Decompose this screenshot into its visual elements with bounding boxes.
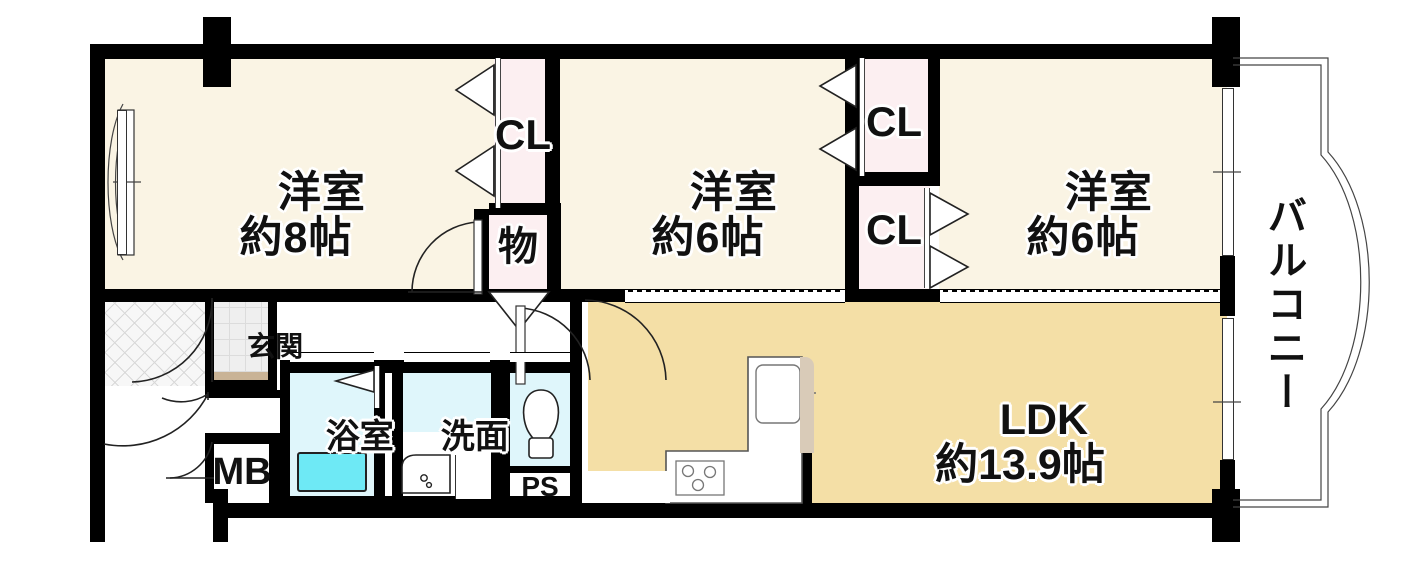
wall-cl-bottom [845, 289, 940, 302]
corridor-fill-lower [98, 424, 218, 542]
sliding-door-6b-dash [943, 290, 1219, 292]
bath-door-track [374, 366, 380, 408]
wall-bath-right [374, 371, 385, 502]
closet-fill-cl-2 [858, 57, 930, 178]
wall-bottom-exterior [213, 503, 1235, 518]
wall-genkan-left [205, 296, 214, 388]
closet-track-cl1 [495, 58, 501, 208]
wall-partition-cl2-right [928, 57, 940, 178]
window-tick-lower [1213, 401, 1241, 403]
door-swing-entrance[interactable] [128, 298, 218, 388]
closet-door-cl2[interactable] [816, 62, 862, 180]
wall-mb-left [205, 433, 214, 503]
wall-toilet-left [502, 360, 510, 502]
wall-kitchen-partition [802, 452, 812, 504]
wall-washroom-left [392, 360, 403, 502]
closet-track-cl3 [924, 188, 930, 288]
wall-closet-hall-top [205, 390, 280, 398]
washroom-door-opening[interactable] [404, 352, 490, 362]
wall-left-exterior [90, 44, 105, 542]
sliding-door-6a-ldk[interactable] [625, 289, 845, 303]
closet-fill-cl-1 [494, 57, 552, 209]
door-bath-fold[interactable] [330, 368, 378, 396]
sliding-door-6b-ldk[interactable] [940, 289, 1220, 303]
door-swing-mb[interactable] [158, 440, 216, 482]
wall-ps-divider [508, 466, 572, 473]
ps-fill [508, 471, 572, 499]
bath-door-opening[interactable] [290, 352, 374, 362]
wall-partition-storage-right [547, 209, 561, 291]
door-swing-hall-closet-b[interactable] [160, 392, 218, 450]
closet-fill-storage [489, 214, 547, 289]
wall-mb-right [269, 433, 280, 503]
appliance-nook [582, 471, 670, 503]
door-swing-ldk[interactable] [514, 305, 594, 386]
kitchen-side-panel [800, 357, 814, 453]
vanity-counter [455, 455, 491, 499]
wall-bottom-left-stub [213, 489, 228, 542]
closet-track-cl2 [859, 58, 865, 176]
wall-top-exterior [90, 44, 1235, 59]
bay-window-left [107, 103, 141, 261]
wall-room6a-right [845, 44, 859, 59]
wall-partition-cl1-right [545, 57, 560, 209]
window-left-8jo [117, 110, 127, 255]
closet-fill-cl-3 [858, 186, 930, 289]
room-fill-western-8 [98, 57, 494, 289]
toilet-fixture [522, 389, 560, 459]
wall-right-upper [1220, 44, 1235, 87]
wall-mb-top [205, 433, 280, 444]
closet-door-cl3[interactable] [926, 190, 974, 290]
sliding-door-6a-dash [628, 290, 843, 292]
wall-genkan-right [268, 296, 277, 388]
wall-right-lower [1220, 460, 1235, 518]
closet-door-cl1[interactable] [452, 62, 502, 207]
entrance-tile-area [98, 296, 211, 386]
room-fill-western-6b [939, 57, 1227, 289]
pillar-top-left [203, 17, 231, 87]
wall-cl2-divider [845, 172, 940, 186]
wall-partition-cl3-left [845, 186, 859, 289]
toilet-door-opening[interactable] [510, 352, 570, 362]
room-fill-western-6a [560, 57, 856, 289]
balcony-outline [1233, 57, 1370, 508]
wall-toilet-right [570, 360, 582, 502]
kitchen-counter [665, 356, 816, 504]
wall-cl1-divider [489, 203, 561, 215]
wall-washroom-right [491, 360, 502, 502]
window-balcony-lower [1222, 318, 1234, 460]
door-swing-ldk-right[interactable] [582, 299, 668, 386]
wall-bedroom-bottom-mid [580, 289, 625, 302]
wall-bedroom-bottom-left [98, 289, 494, 302]
genkan-floor [213, 296, 272, 372]
door-swing-hall-closet-a[interactable] [102, 392, 212, 450]
wall-genkan-bottom [205, 380, 277, 390]
bathtub [297, 452, 367, 492]
washer-pan [401, 454, 451, 494]
door-swing-room8[interactable] [408, 218, 484, 296]
wall-right-mid [1220, 256, 1235, 316]
wall-wet-bottom [280, 496, 582, 506]
window-tick-upper [1213, 171, 1241, 173]
wall-bath-left [280, 360, 290, 502]
